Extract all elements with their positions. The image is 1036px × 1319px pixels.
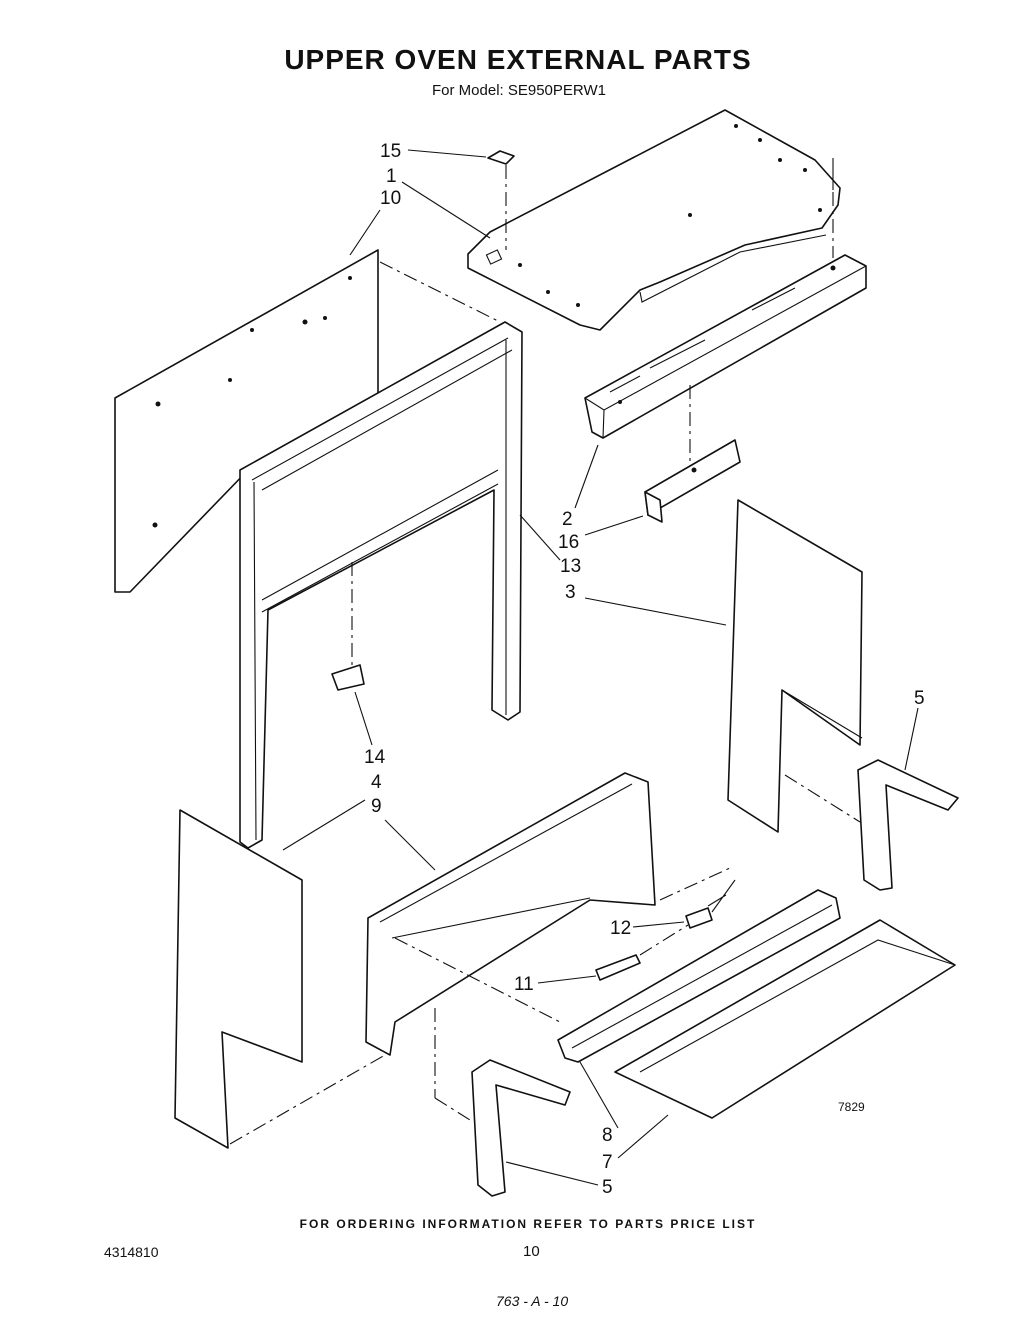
callout-2: 2 <box>562 509 573 530</box>
part-13-frame <box>239 261 523 849</box>
part-16-bracket <box>644 385 741 523</box>
part-1-top-panel <box>467 109 841 331</box>
part-12-connector <box>639 879 736 956</box>
callout-12: 12 <box>610 918 631 939</box>
callout-7: 7 <box>602 1152 613 1173</box>
callout-11: 11 <box>514 974 534 995</box>
part-15-clip <box>487 150 834 258</box>
callout-4: 4 <box>371 772 382 793</box>
callout-8: 8 <box>602 1125 613 1146</box>
model-subtitle: For Model: SE950PERW1 <box>432 82 606 99</box>
part-11-sensor <box>537 954 641 984</box>
page-number: 10 <box>523 1243 540 1260</box>
part-5-right-support <box>857 759 959 891</box>
page-title: UPPER OVEN EXTERNAL PARTS <box>284 44 752 75</box>
callout-3: 3 <box>565 582 576 603</box>
ordering-note: FOR ORDERING INFORMATION REFER TO PARTS … <box>299 1217 757 1231</box>
callout-5-upper: 5 <box>914 688 925 709</box>
part-3-right-side-panel <box>727 499 863 833</box>
callout-16: 16 <box>558 532 579 553</box>
callout-15: 15 <box>380 141 401 162</box>
callout-14: 14 <box>364 747 386 768</box>
part-2-front-bar <box>584 254 867 439</box>
callout-13: 13 <box>560 556 581 577</box>
callout-leaders <box>282 149 919 1186</box>
callout-1: 1 <box>386 166 397 187</box>
document-number: 4314810 <box>104 1244 159 1260</box>
part-9-top-channel <box>365 772 731 1098</box>
part-4-left-side-panel <box>174 809 386 1149</box>
callout-9: 9 <box>371 796 382 817</box>
figure-number: 7829 <box>838 1100 865 1114</box>
callout-5-lower: 5 <box>602 1177 613 1198</box>
part-8-angle-bar <box>557 889 841 1063</box>
part-14-small-bracket <box>331 562 365 691</box>
part-5-left-support <box>434 1059 571 1197</box>
part-7-bottom-tray <box>614 919 956 1119</box>
callout-10: 10 <box>380 188 401 209</box>
handwritten-note: 763 - A - 10 <box>496 1293 569 1309</box>
